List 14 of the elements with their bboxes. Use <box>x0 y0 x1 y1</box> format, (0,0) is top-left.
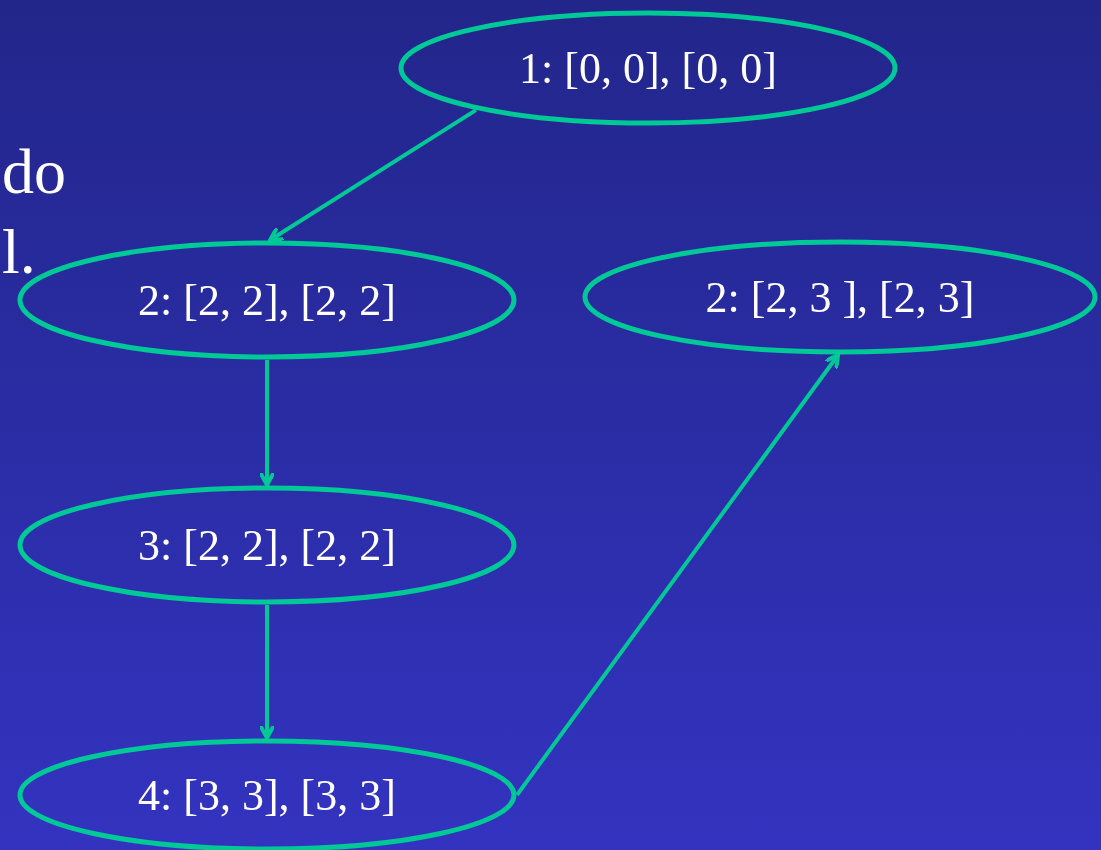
node-label: 4: [3, 3], [3, 3] <box>138 769 396 821</box>
node-label: 3: [2, 2], [2, 2] <box>138 519 396 571</box>
arrow <box>259 360 275 487</box>
node-label: 1: [0, 0], [0, 0] <box>519 42 777 94</box>
ellipse-node <box>582 239 1098 355</box>
node-label: 2: [2, 2], [2, 2] <box>138 274 396 326</box>
node-label: 2: [2, 3 ], [2, 3] <box>705 271 975 323</box>
slide-text-fragment: l. <box>2 215 36 289</box>
ellipse-node <box>398 10 898 126</box>
arrow <box>268 108 477 242</box>
arrow <box>515 353 841 797</box>
arrow <box>259 605 275 740</box>
ellipse-node <box>17 485 517 605</box>
slide-text-fragment: do <box>2 135 66 209</box>
